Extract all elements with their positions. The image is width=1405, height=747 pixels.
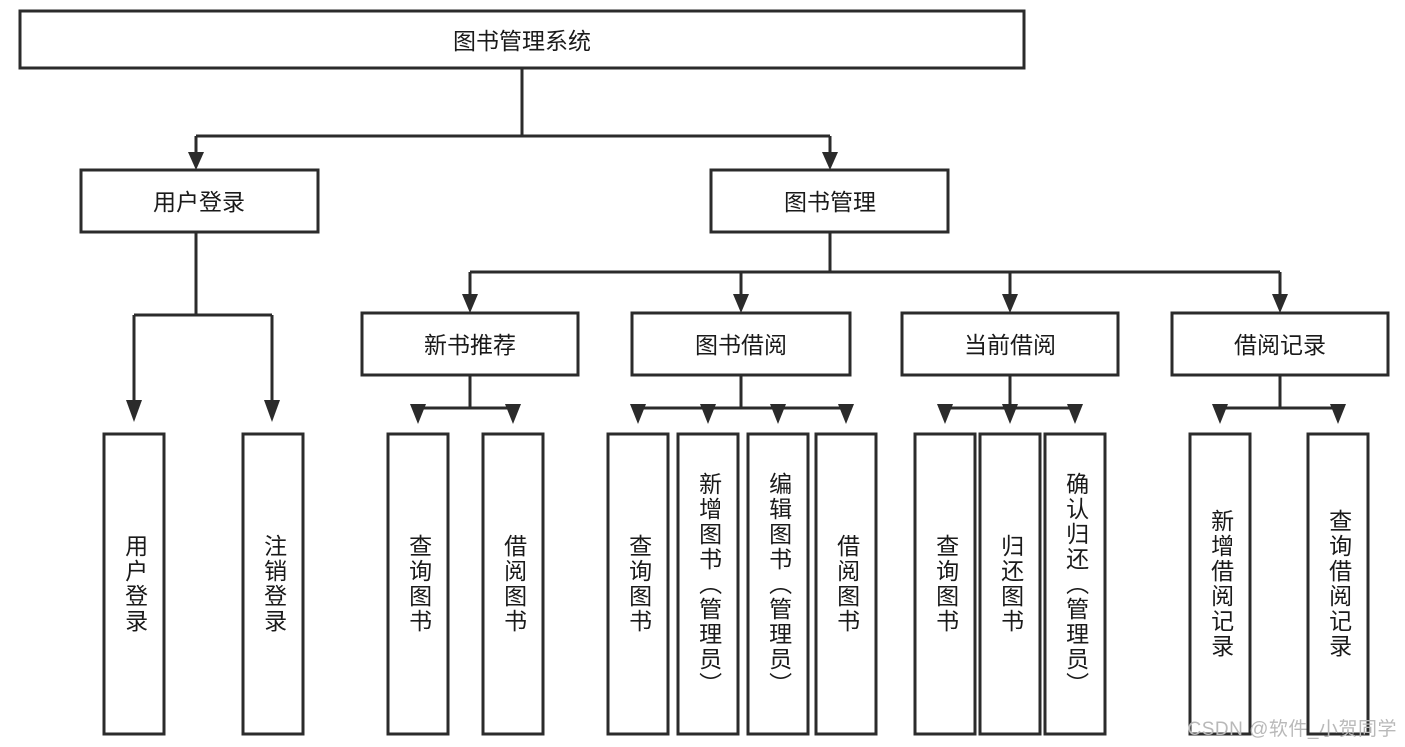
node-leaf-return-book-box[interactable] (978, 432, 1042, 736)
arrow-to-leaf-borrow-book-1 (505, 404, 521, 424)
node-leaf-query-book-1-box[interactable] (386, 432, 450, 736)
arrow-to-borrow-record (1272, 294, 1288, 313)
node-leaf-user-login-box[interactable] (102, 432, 166, 736)
node-leaf-confirm-return-box[interactable] (1043, 432, 1107, 736)
arrow-to-leaf-borrow-book-2 (838, 404, 854, 424)
node-book-borrow-label: 图书借阅 (695, 332, 787, 358)
arrow-to-leaf-confirm-return (1067, 404, 1083, 424)
node-leaf-query-record-box[interactable] (1306, 432, 1370, 736)
arrow-to-leaf-edit-book (770, 404, 786, 424)
node-borrow-record-label: 借阅记录 (1234, 332, 1326, 358)
edge-book-manage-bus (468, 232, 1282, 298)
arrow-to-leaf-add-record (1212, 404, 1228, 424)
arrow-to-leaf-query-book-3 (937, 404, 953, 424)
arrow-to-current-borrow (1002, 294, 1018, 313)
node-book-borrow[interactable]: 图书借阅 (630, 311, 852, 377)
leaf-node-group (102, 432, 1370, 736)
arrow-to-user-login (188, 152, 204, 170)
arrow-to-leaf-query-book-2 (630, 404, 646, 424)
edge-root-bus (194, 68, 832, 156)
node-new-book-rec[interactable]: 新书推荐 (360, 311, 580, 377)
node-book-borrow-box[interactable] (630, 311, 852, 377)
arrow-to-leaf-query-book-1 (410, 404, 426, 424)
arrow-to-leaf-query-record (1330, 404, 1346, 424)
node-user-login-label: 用户登录 (153, 189, 245, 215)
node-current-borrow-label: 当前借阅 (964, 332, 1056, 358)
edge-user-login-bus (132, 232, 274, 404)
arrow-to-book-manage (822, 152, 838, 170)
edge-book-borrow-bus (636, 375, 848, 410)
node-leaf-edit-book-box[interactable] (746, 432, 810, 736)
node-root-box[interactable] (18, 9, 1026, 70)
node-new-book-rec-label: 新书推荐 (424, 332, 516, 358)
node-current-borrow-box[interactable] (900, 311, 1120, 377)
edge-new-book-rec-bus (416, 375, 515, 410)
arrow-to-leaf-user-login (126, 400, 142, 422)
node-user-login-box[interactable] (79, 168, 320, 234)
arrow-to-leaf-logout (264, 400, 280, 422)
node-book-manage-box[interactable] (709, 168, 950, 234)
node-leaf-borrow-book-2-box[interactable] (814, 432, 878, 736)
edge-borrow-record-bus (1218, 375, 1340, 410)
node-new-book-rec-box[interactable] (360, 311, 580, 377)
watermark-text: CSDN @软件_小贺同学 (1187, 719, 1397, 740)
arrow-to-book-borrow (733, 294, 749, 313)
edge-group (126, 68, 1346, 424)
node-current-borrow[interactable]: 当前借阅 (900, 311, 1120, 377)
node-user-login[interactable]: 用户登录 (79, 168, 320, 234)
node-borrow-record[interactable]: 借阅记录 (1170, 311, 1390, 377)
arrow-to-leaf-add-book (700, 404, 716, 424)
edge-current-borrow-bus (943, 375, 1077, 410)
node-leaf-query-book-2-box[interactable] (606, 432, 670, 736)
node-root[interactable]: 图书管理系统 (18, 9, 1026, 70)
node-root-label: 图书管理系统 (453, 28, 591, 54)
arrow-to-leaf-return-book (1002, 404, 1018, 424)
arrow-to-new-book-rec (462, 294, 478, 313)
node-leaf-add-book-box[interactable] (676, 432, 740, 736)
node-book-manage[interactable]: 图书管理 (709, 168, 950, 234)
node-leaf-logout-box[interactable] (241, 432, 305, 736)
node-leaf-add-record-box[interactable] (1188, 432, 1252, 736)
node-leaf-borrow-book-1-box[interactable] (481, 432, 545, 736)
node-borrow-record-box[interactable] (1170, 311, 1390, 377)
node-leaf-query-book-3-box[interactable] (913, 432, 977, 736)
node-book-manage-label: 图书管理 (784, 189, 876, 215)
